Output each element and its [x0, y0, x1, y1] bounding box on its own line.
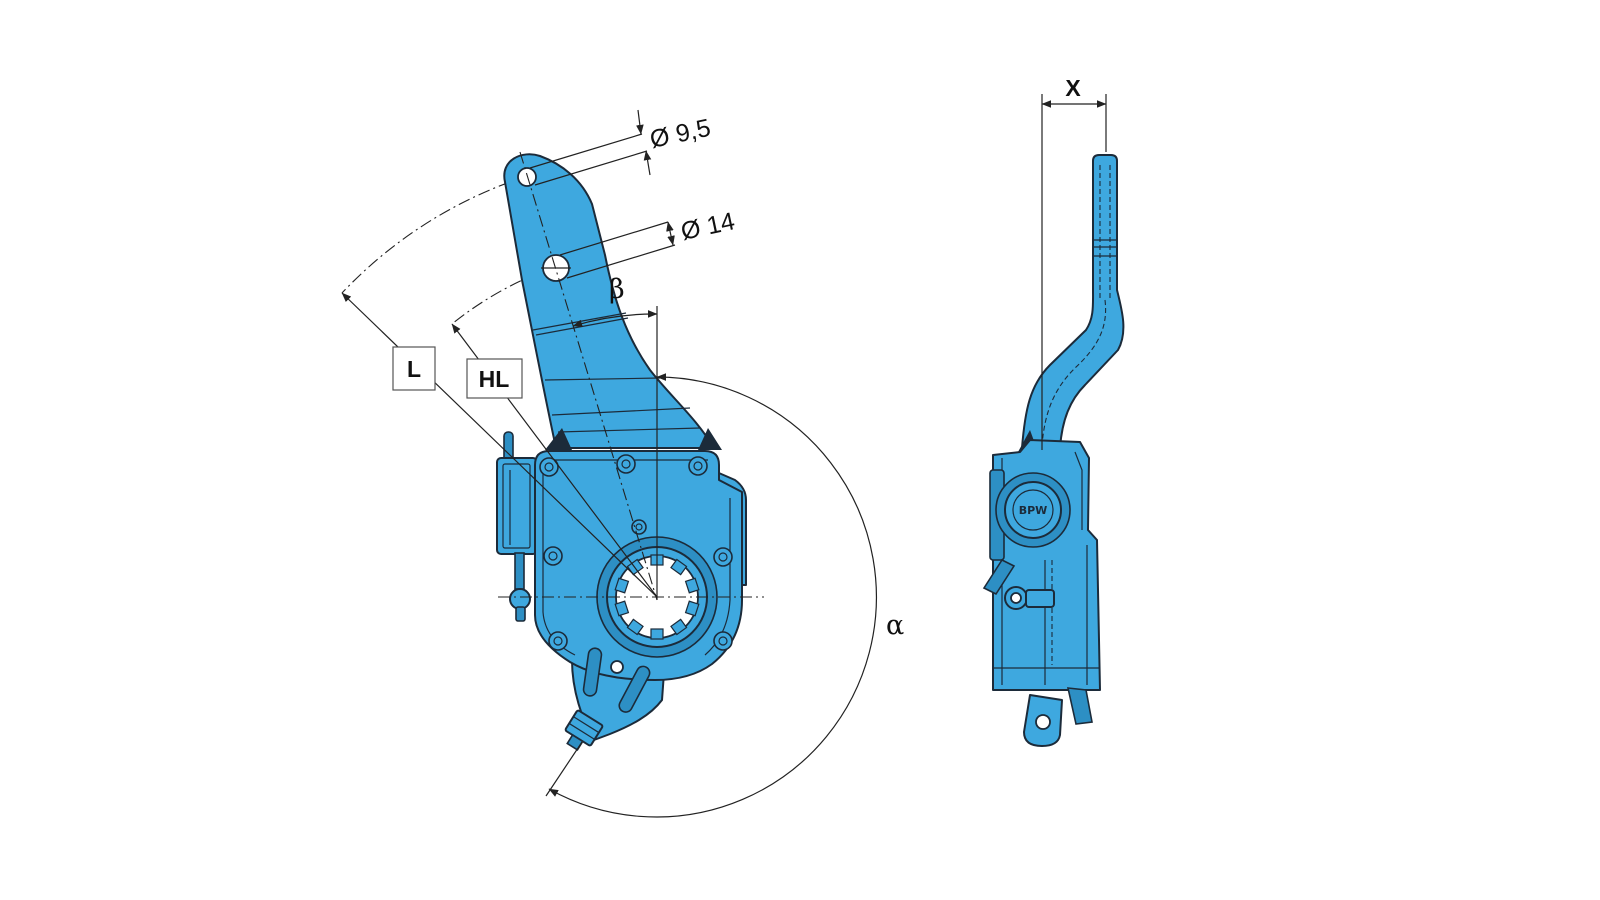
side-clamp [1004, 586, 1055, 610]
adjuster-knob [509, 588, 531, 610]
length-L-label: L [407, 356, 421, 382]
bolt [688, 456, 708, 476]
hole-small-label: Ø 9,5 [647, 114, 713, 154]
length-L-arc [341, 181, 511, 294]
length-HL-box: HL [466, 358, 523, 399]
side-view: BPW X [982, 75, 1125, 747]
bolt [548, 631, 568, 651]
logo-cap: BPW [995, 472, 1071, 548]
angle-alpha-arc [548, 373, 878, 818]
length-HL-label: HL [479, 366, 510, 392]
angle-beta-arc [572, 310, 658, 328]
bolt [631, 519, 647, 535]
adjuster-housing [496, 431, 538, 622]
front-view: Ø 9,5 Ø 14 β α L HL [341, 109, 904, 818]
side-small-lever [982, 558, 1016, 596]
bolt [713, 631, 733, 651]
angle-alpha-extension [545, 741, 583, 797]
bolt [616, 454, 636, 474]
side-arm-details [1041, 165, 1117, 446]
side-lever-arm [1021, 154, 1125, 449]
bolt [543, 546, 563, 566]
angle-alpha-label: α [886, 610, 904, 641]
weld-right [698, 428, 722, 450]
angle-beta-label: β [609, 274, 625, 305]
side-bottom-lever [1023, 687, 1093, 747]
offset-X-dimension: X [1041, 75, 1107, 450]
hole-large-label: Ø 14 [678, 207, 737, 246]
bolt [713, 547, 733, 567]
eye-hole-small [517, 167, 537, 187]
logo-text: BPW [1019, 504, 1048, 517]
length-L-box: L [392, 346, 436, 391]
offset-X-label: X [1065, 75, 1081, 101]
